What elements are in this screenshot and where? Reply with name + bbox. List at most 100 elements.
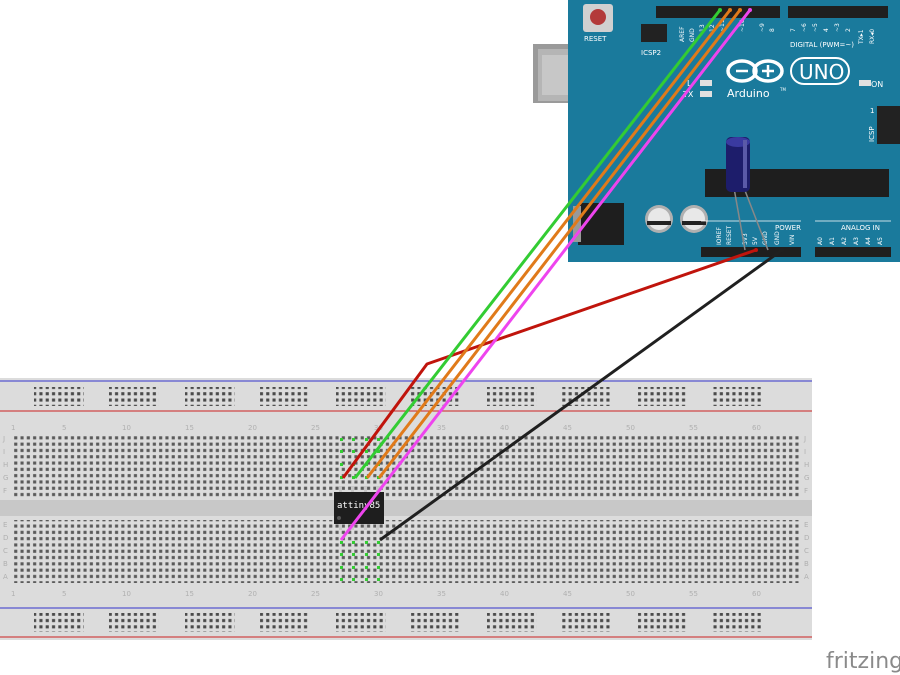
col-number: 35: [437, 590, 446, 598]
wires: [339, 8, 784, 542]
col-number: 15: [185, 424, 194, 432]
col-number: 50: [626, 590, 635, 598]
row-letter: B: [804, 560, 809, 568]
row-letter: F: [804, 487, 808, 495]
analog-pin-label: A3: [853, 237, 860, 245]
pin-label: 4: [823, 28, 830, 32]
digital-header: [656, 6, 888, 18]
icsp2-label: ICSP2: [641, 49, 661, 57]
col-number: 40: [500, 590, 509, 598]
col-number: 55: [689, 590, 698, 598]
col-number: 1: [11, 424, 15, 432]
status-leds: [700, 80, 871, 97]
wire-magenta[interactable]: [339, 9, 752, 541]
board-capacitors: [645, 205, 708, 233]
col-number: 45: [563, 590, 572, 598]
row-letters: J I H G F E D C B A J I H G F E D C B A: [2, 435, 809, 581]
reset-button[interactable]: [583, 4, 613, 32]
analog-pin-label: A0: [817, 237, 824, 245]
power-pin-label: VIN: [789, 235, 796, 245]
pin-label: ~5: [812, 23, 819, 32]
power-header: [701, 247, 891, 257]
uno-badge: UNO: [790, 57, 850, 85]
wire-green[interactable]: [353, 9, 722, 479]
row-letter: G: [3, 474, 8, 482]
col-number: 10: [122, 424, 131, 432]
col-number: 40: [500, 424, 509, 432]
row-letter: I: [3, 448, 5, 456]
col-number: 20: [248, 590, 257, 598]
col-number: 5: [62, 424, 66, 432]
icsp-header: [877, 106, 900, 144]
pin-label: 12: [709, 24, 716, 32]
terminal-strip-bottom: [12, 520, 800, 583]
fritzing-watermark: fritzing: [826, 649, 900, 674]
col-number: 55: [689, 424, 698, 432]
wire-orange-1[interactable]: [365, 9, 732, 479]
pin-label: 13: [699, 24, 706, 32]
row-letter: E: [804, 521, 808, 529]
chip-label: attiny85: [337, 501, 380, 511]
row-letter: H: [3, 461, 8, 469]
power-pin-label: RESET: [726, 225, 733, 245]
arduino-logo: [726, 59, 784, 83]
analog-label: ANALOG IN: [841, 224, 880, 232]
col-number: 25: [311, 424, 320, 432]
row-letter: J: [2, 435, 5, 443]
col-number: 35: [437, 424, 446, 432]
power-pin-label: GND: [774, 231, 781, 245]
electrolytic-capacitor[interactable]: [726, 137, 769, 251]
row-letter: E: [3, 521, 7, 529]
wire-red[interactable]: [341, 248, 757, 479]
model-label: UNO: [799, 60, 844, 84]
col-number: 10: [122, 590, 131, 598]
analog-pin-label: A4: [865, 237, 872, 245]
brand-label: Arduino: [727, 87, 770, 100]
reset-label: RESET: [584, 35, 607, 43]
col-number: 20: [248, 424, 257, 432]
pin-label: ~9: [759, 23, 766, 32]
power-pin-labels: IOREF RESET 3V3 5V GND GND VIN: [716, 225, 796, 245]
pin-label: ~6: [801, 23, 808, 32]
col-number: 60: [752, 590, 761, 598]
pin-label: ~3: [834, 23, 841, 32]
pin-label: ~10: [739, 19, 746, 32]
col-number: 30: [374, 590, 383, 598]
tm-label: TM: [779, 87, 786, 92]
power-pin-label: 3V3: [742, 233, 749, 245]
power-pin-label: IOREF: [716, 227, 723, 245]
row-letter: G: [804, 474, 809, 482]
digital-label: DIGITAL (PWM=~): [790, 41, 854, 49]
row-letter: A: [804, 573, 809, 581]
row-letter: F: [3, 487, 7, 495]
pin-label: 7: [790, 28, 797, 32]
aref-label: AREF: [679, 26, 686, 42]
row-letter: J: [803, 435, 806, 443]
icsp-label: ICSP: [868, 126, 876, 142]
row-letter: C: [804, 547, 809, 555]
icsp-num-label: 1: [870, 107, 874, 115]
col-number: 15: [185, 590, 194, 598]
digital-pin-labels: AREF GND 13 12 ~11 ~10 ~9 8 7 ~6 ~5 4 ~3…: [679, 19, 876, 45]
icsp2-header: [641, 24, 667, 42]
l-led-label: L: [687, 79, 692, 88]
center-channel: [0, 500, 812, 516]
wire-black[interactable]: [379, 248, 783, 542]
power-pin-label: GND: [762, 231, 769, 245]
analog-pin-labels: A0 A1 A2 A3 A4 A5: [817, 237, 884, 245]
tx-pin-label: TX▸1: [858, 29, 865, 45]
wire-orange-2[interactable]: [377, 9, 742, 479]
pin-label: 8: [769, 28, 776, 32]
row-letter: B: [3, 560, 8, 568]
col-number: 5: [62, 590, 66, 598]
pin-label: ~11: [719, 19, 726, 32]
row-letter: A: [3, 573, 8, 581]
gnd-top-label: GND: [689, 28, 696, 42]
col-number: 60: [752, 424, 761, 432]
bottom-power-rail: [0, 607, 812, 638]
col-number: 25: [311, 590, 320, 598]
rx-pin-label: RX◂0: [869, 29, 876, 44]
row-letter: I: [804, 448, 806, 456]
power-label: POWER: [775, 224, 801, 232]
